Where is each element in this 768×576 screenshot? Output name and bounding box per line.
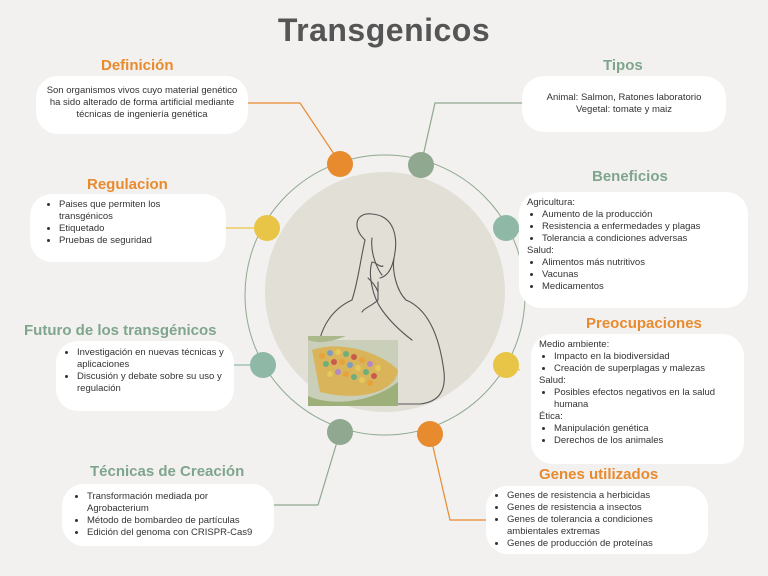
beneficios-heading: Beneficios <box>592 168 668 185</box>
node-dot-futuro <box>250 352 276 378</box>
list-item: Posibles efectos negativos en la salud h… <box>554 387 736 411</box>
list-item: Aumento de la producción <box>542 209 740 221</box>
beneficios-group-label: Agricultura: <box>527 197 576 208</box>
genes-card: Genes de resistencia a herbicidas Genes … <box>486 486 708 554</box>
tipos-line: Vegetal: tomate y maiz <box>575 104 673 115</box>
regulacion-heading: Regulacion <box>87 176 168 193</box>
node-dot-beneficios <box>493 215 519 241</box>
list-item: Genes de resistencia a insectos <box>507 502 700 514</box>
page-title: Transgenicos <box>277 12 491 48</box>
preocupaciones-list: Posibles efectos negativos en la salud h… <box>539 387 736 411</box>
preocupaciones-group-label: Ética: <box>539 411 563 422</box>
beneficios-list: Alimentos más nutritivos Vacunas Medicam… <box>527 257 740 293</box>
preocupaciones-card: Medio ambiente: Impacto en la biodiversi… <box>531 334 744 464</box>
preocupaciones-heading: Preocupaciones <box>586 315 702 332</box>
list-item: Paises que permiten los transgénicos <box>59 199 216 223</box>
thinking-woman-icon <box>317 213 445 405</box>
list-item: Genes de resistencia a herbicidas <box>507 490 700 502</box>
preocupaciones-group-label: Medio ambiente: <box>539 339 610 350</box>
futuro-list: Investigación en nuevas técnicas y aplic… <box>62 347 226 395</box>
beneficios-card: Agricultura: Aumento de la producción Re… <box>519 192 748 308</box>
preocupaciones-list: Impacto en la biodiversidad Creación de … <box>539 351 736 375</box>
list-item: Genes de tolerancia a condiciones ambien… <box>507 514 700 538</box>
list-item: Etiquetado <box>59 223 216 235</box>
connector-tipos <box>420 102 523 166</box>
list-item: Impacto en la biodiversidad <box>554 351 736 363</box>
node-dot-preocupaciones <box>493 352 519 378</box>
beneficios-list: Aumento de la producción Resistencia a e… <box>527 209 740 245</box>
futuro-card: Investigación en nuevas técnicas y aplic… <box>56 341 234 411</box>
tecnicas-card: Transformación mediada por Agrobacterium… <box>62 484 274 546</box>
corn-cob-photo <box>308 336 398 406</box>
tecnicas-heading: Técnicas de Creación <box>90 463 245 480</box>
futuro-heading: Futuro de los transgénicos <box>24 322 217 339</box>
tipos-line: Animal: Salmon, Ratones laboratorio <box>546 92 702 103</box>
node-dot-tecnicas <box>327 419 353 445</box>
node-dot-tipos <box>408 152 434 178</box>
list-item: Edición del genoma con CRISPR-Cas9 <box>87 527 266 539</box>
beneficios-group-label: Salud: <box>527 245 554 256</box>
node-dot-definicion <box>327 151 353 177</box>
preocupaciones-group-label: Salud: <box>539 375 566 386</box>
tipos-card: Animal: Salmon, Ratones laboratorio Vege… <box>522 76 726 132</box>
list-item: Creación de superplagas y malezas <box>554 363 736 375</box>
connector-tecnicas <box>272 431 341 506</box>
list-item: Método de bombardeo de partículas <box>87 515 266 527</box>
genes-list: Genes de resistencia a herbicidas Genes … <box>492 490 700 550</box>
connector-genes <box>429 433 492 521</box>
tipos-heading: Tipos <box>603 57 643 74</box>
list-item: Derechos de los animales <box>554 435 736 447</box>
list-item: Manipulación genética <box>554 423 736 435</box>
regulacion-card: Paises que permiten los transgénicos Eti… <box>30 194 226 262</box>
list-item: Vacunas <box>542 269 740 281</box>
list-item: Medicamentos <box>542 281 740 293</box>
list-item: Genes de producción de proteínas <box>507 538 700 550</box>
tecnicas-list: Transformación mediada por Agrobacterium… <box>72 491 266 539</box>
list-item: Tolerancia a condiciones adversas <box>542 233 740 245</box>
regulacion-list: Paises que permiten los transgénicos Eti… <box>44 199 216 247</box>
list-item: Pruebas de seguridad <box>59 235 216 247</box>
list-item: Alimentos más nutritivos <box>542 257 740 269</box>
node-dot-genes <box>417 421 443 447</box>
definicion-card: Son organismos vivos cuyo material genét… <box>36 76 248 134</box>
definicion-heading: Definición <box>101 57 174 74</box>
preocupaciones-list: Manipulación genética Derechos de los an… <box>539 423 736 447</box>
list-item: Discusión y debate sobre su uso y regula… <box>77 371 226 395</box>
list-item: Resistencia a enfermedades y plagas <box>542 221 740 233</box>
list-item: Investigación en nuevas técnicas y aplic… <box>77 347 226 371</box>
genes-heading: Genes utilizados <box>539 466 659 483</box>
node-dot-regulacion <box>254 215 280 241</box>
list-item: Transformación mediada por Agrobacterium <box>87 491 266 515</box>
connector-definicion <box>245 102 341 164</box>
definicion-text: Son organismos vivos cuyo material genét… <box>46 85 238 120</box>
